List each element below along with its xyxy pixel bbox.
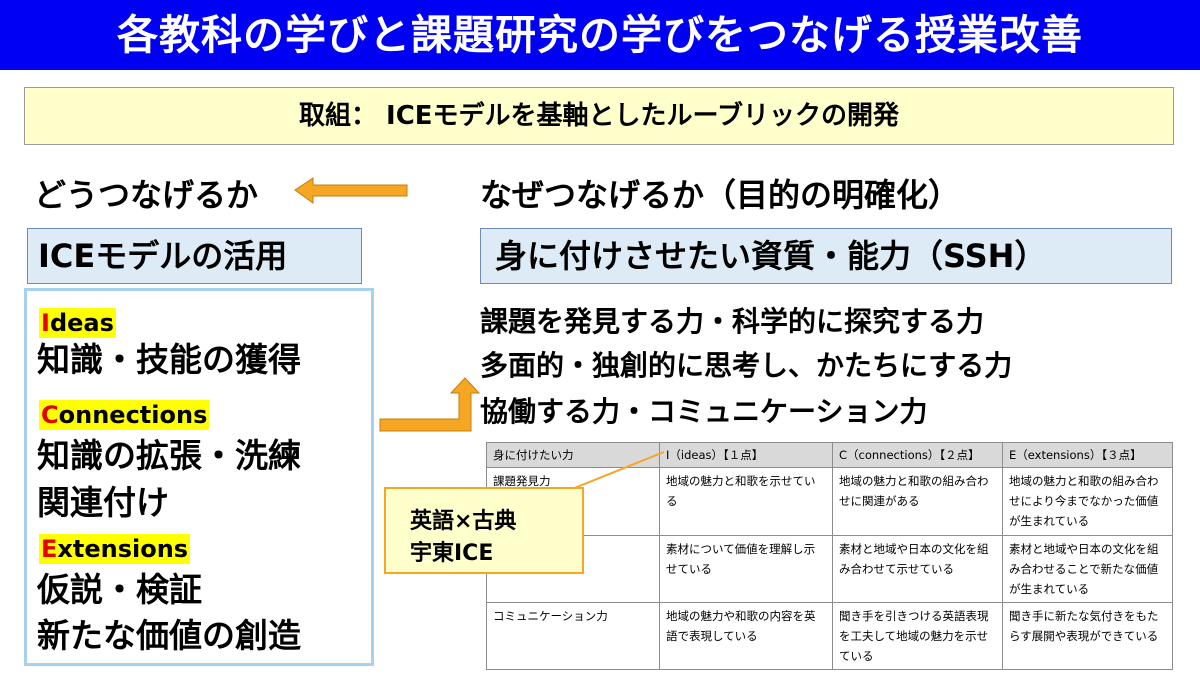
rubric-cell: 聞き手に新たな気付きをもたらす展開や表現ができている [1002, 602, 1173, 670]
extensions-description-2: 新たな価値の創造 [37, 616, 301, 655]
rubric-cell: 素材と地域や日本の文化を組み合わせて示せている [832, 535, 1003, 603]
elbow-arrow-icon [379, 377, 481, 432]
initiative-text: 取組： ICEモデルを基軸としたルーブリックの開発 [298, 101, 899, 131]
rubric-row: コミュニケーション力 地域の魅力や和歌の内容を英語で表現している 聞き手を引きつ… [486, 602, 1173, 670]
rubric-cell: 素材について価値を理解し示せている [659, 535, 833, 603]
callout-box: 英語×古典 宇東ICE [384, 487, 584, 574]
ideas-label: Ideas [39, 308, 116, 338]
initiative-banner: 取組： ICEモデルを基軸としたルーブリックの開発 [24, 87, 1174, 145]
ability-item: 協働する力・コミュニケーション力 [480, 395, 928, 428]
left-arrow-icon [294, 177, 408, 204]
callout-line: 英語×古典 [410, 509, 517, 534]
how-to-connect-heading: どうつなげるか [34, 176, 259, 214]
ssh-goal-label: 身に付けさせたい資質・能力（SSH） [495, 237, 1047, 275]
page-title: 各教科の学びと課題研究の学びをつなげる授業改善 [117, 11, 1083, 59]
connections-description-2: 関連付け [37, 483, 169, 522]
ability-item: 多面的・独創的に思考し、かたちにする力 [480, 349, 1013, 382]
ssh-goal-box: 身に付けさせたい資質・能力（SSH） [480, 228, 1172, 284]
ice-model-label: ICEモデルの活用 [38, 237, 288, 275]
ability-item: 課題を発見する力・科学的に探究する力 [480, 305, 985, 338]
ice-panel: Ideas 知識・技能の獲得 Connections 知識の拡張・洗練 関連付け… [24, 288, 374, 666]
rubric-header-row: 身に付けたい力 I（ideas）【１点】 C（connections）【２点】 … [486, 442, 1173, 468]
callout-pointer-line [571, 451, 665, 490]
rubric-cell: 地域の魅力と和歌の組み合わせにより今までなかった価値が生まれている [1002, 467, 1173, 536]
connections-label: Connections [39, 400, 210, 430]
extensions-description: 仮説・検証 [37, 570, 202, 609]
title-bar: 各教科の学びと課題研究の学びをつなげる授業改善 [0, 0, 1200, 70]
ice-model-box: ICEモデルの活用 [27, 228, 362, 284]
rubric-table: 身に付けたい力 I（ideas）【１点】 C（connections）【２点】 … [486, 442, 1173, 670]
rubric-header: C（connections）【２点】 [832, 442, 1003, 468]
rubric-header: E（extensions）【３点】 [1002, 442, 1173, 468]
rubric-cell: 聞き手を引きつける英語表現を工夫して地域の魅力を示せている [832, 602, 1003, 670]
rubric-cell: コミュニケーション力 [486, 602, 660, 670]
rubric-row: 課題発見力 地域の魅力と和歌を示せている 地域の魅力と和歌の組み合わせに関連があ… [486, 467, 1173, 536]
why-connect-heading: なぜつなげるか（目的の明確化） [480, 176, 961, 214]
ideas-description: 知識・技能の獲得 [37, 340, 301, 379]
rubric-header: 身に付けたい力 [486, 442, 660, 468]
rubric-cell: 素材と地域や日本の文化を組み合わせることで新たな価値が生まれている [1002, 535, 1173, 603]
extensions-label: Extensions [39, 534, 191, 564]
rubric-header: I（ideas）【１点】 [659, 442, 833, 468]
callout-line: 宇東ICE [410, 541, 494, 566]
connections-description: 知識の拡張・洗練 [37, 436, 301, 475]
